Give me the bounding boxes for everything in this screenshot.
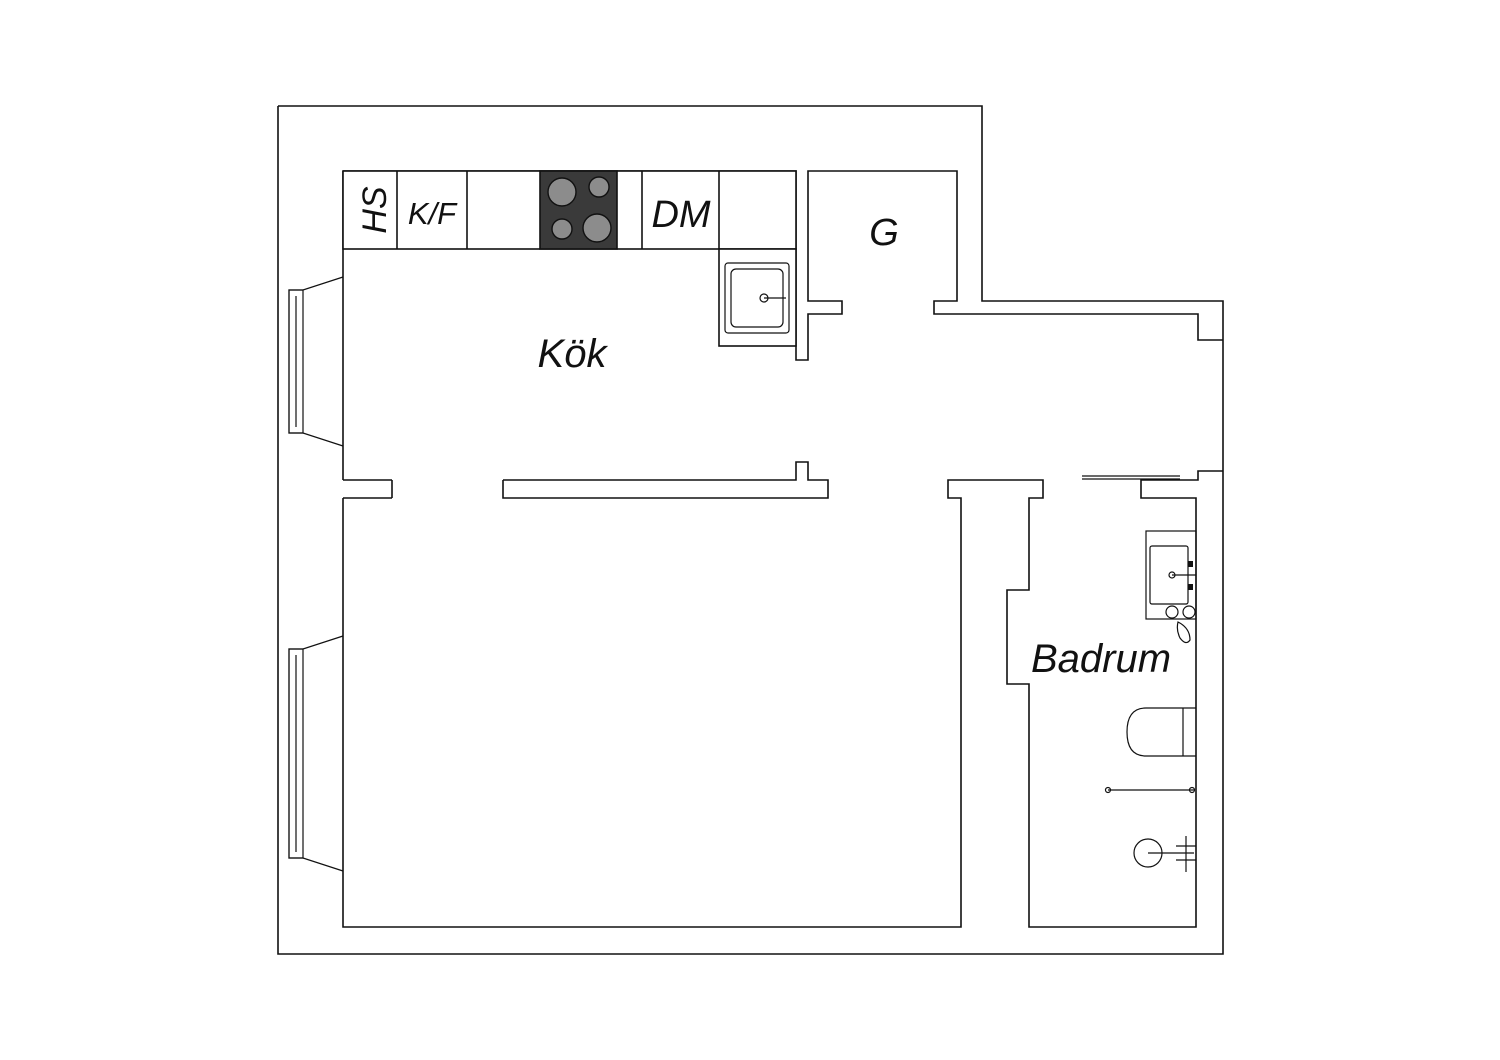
outer-outline xyxy=(277,105,1224,955)
living-room-walls xyxy=(342,470,1223,928)
shower-icon xyxy=(1104,786,1196,872)
dishwasher-label: DM xyxy=(651,194,710,236)
toilet-icon xyxy=(1126,707,1196,757)
window-icon xyxy=(288,276,344,447)
kitchen-sink-icon xyxy=(724,262,790,334)
washbasin-icon xyxy=(1145,530,1197,644)
kitchen-room-label: Kök xyxy=(538,332,609,376)
wardrobe-label: G xyxy=(869,212,899,254)
window-icon xyxy=(288,635,344,872)
bathroom-room-label: Badrum xyxy=(1031,637,1171,681)
fridge-freezer-label: K/F xyxy=(408,196,458,231)
heating-cabinet-label: HS xyxy=(356,186,394,234)
partition-wall xyxy=(502,461,829,499)
stove-icon xyxy=(539,170,618,250)
